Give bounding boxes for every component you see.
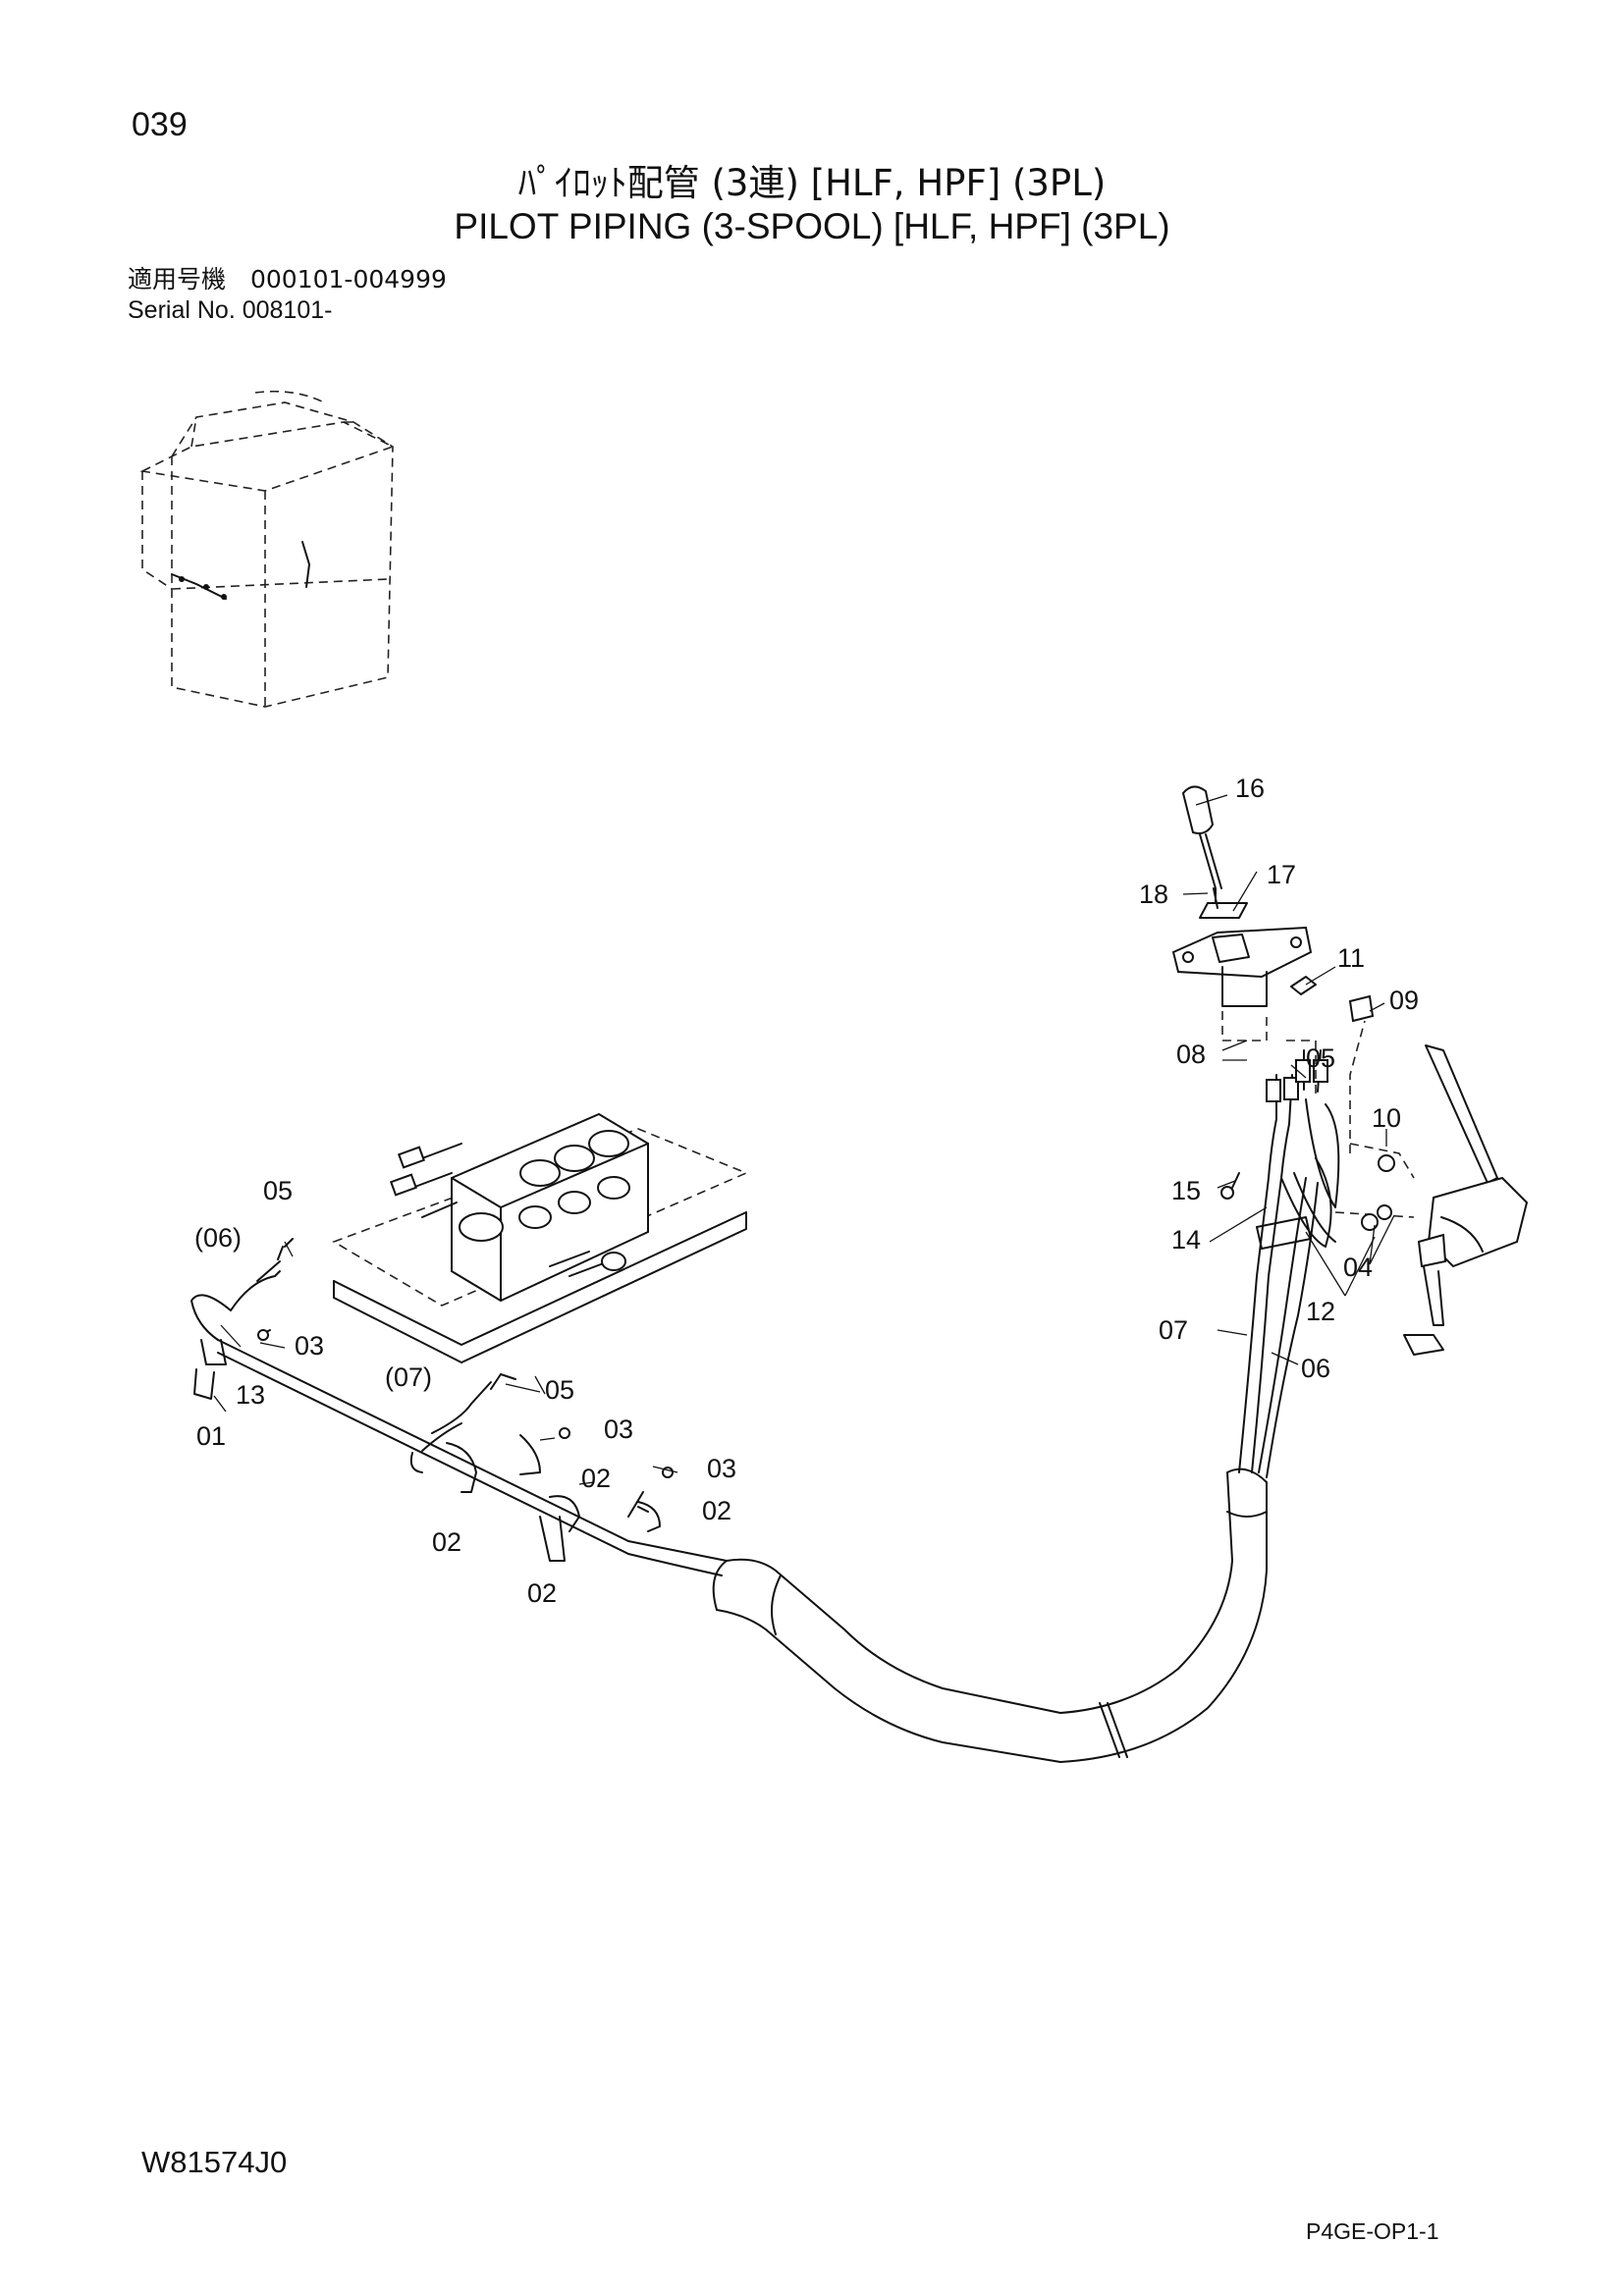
callout-03-right: 03 xyxy=(707,1454,736,1483)
callout-05-right: 05 xyxy=(1306,1043,1335,1073)
callout-17: 17 xyxy=(1267,860,1296,889)
callout-02-right: 02 xyxy=(702,1496,731,1525)
callout-03-middle: 03 xyxy=(604,1415,633,1444)
callout-12: 12 xyxy=(1306,1297,1335,1326)
callout-10: 10 xyxy=(1372,1103,1401,1133)
callout-14: 14 xyxy=(1171,1225,1201,1255)
page-reference: P4GE-OP1-1 xyxy=(1306,2218,1439,2244)
callout-02-upper: 02 xyxy=(581,1464,611,1493)
callout-06: 06 xyxy=(1301,1354,1330,1383)
control-valve-assembly xyxy=(332,1112,749,1363)
callout-01: 01 xyxy=(196,1421,226,1451)
callout-18: 18 xyxy=(1139,880,1168,909)
callout-13: 13 xyxy=(236,1380,265,1410)
title-japanese: ﾊﾟｲﾛｯﾄ配管 (3連) [HLF, HPF] (3PL) xyxy=(517,162,1107,204)
callout-06-reference: (06) xyxy=(194,1223,242,1253)
pilot-valve-lever xyxy=(1171,785,1317,1099)
drawing-code: W81574J0 xyxy=(141,2145,288,2179)
title-english: PILOT PIPING (3-SPOOL) [HLF, HPF] (3PL) xyxy=(454,206,1170,246)
auxiliary-valve xyxy=(1334,994,1529,1356)
callout-05-top-left: 05 xyxy=(263,1176,293,1205)
serial-range-japanese: 適用号機 000101-004999 xyxy=(128,265,447,294)
callout-03-left: 03 xyxy=(295,1331,324,1361)
hose-routing-right xyxy=(1220,1049,1340,1478)
serial-number: Serial No. 008101- xyxy=(128,296,333,324)
callout-11: 11 xyxy=(1337,943,1365,973)
callout-leaders xyxy=(213,794,1395,1485)
hose-protection-sleeve xyxy=(712,1468,1268,1763)
callout-05-middle: 05 xyxy=(545,1375,574,1405)
callout-15: 15 xyxy=(1171,1176,1201,1205)
callout-09: 09 xyxy=(1389,986,1419,1015)
hose-routing-left xyxy=(190,1238,728,1576)
callout-07-reference: (07) xyxy=(385,1362,432,1392)
callout-08: 08 xyxy=(1176,1040,1206,1069)
cab-locator-illustration xyxy=(139,390,396,708)
callout-16: 16 xyxy=(1235,774,1265,803)
callout-04: 04 xyxy=(1343,1253,1373,1282)
callout-07: 07 xyxy=(1159,1315,1188,1345)
callout-02-lower: 02 xyxy=(527,1578,557,1608)
page-number: 039 xyxy=(132,106,188,143)
callout-02-left: 02 xyxy=(432,1527,461,1557)
